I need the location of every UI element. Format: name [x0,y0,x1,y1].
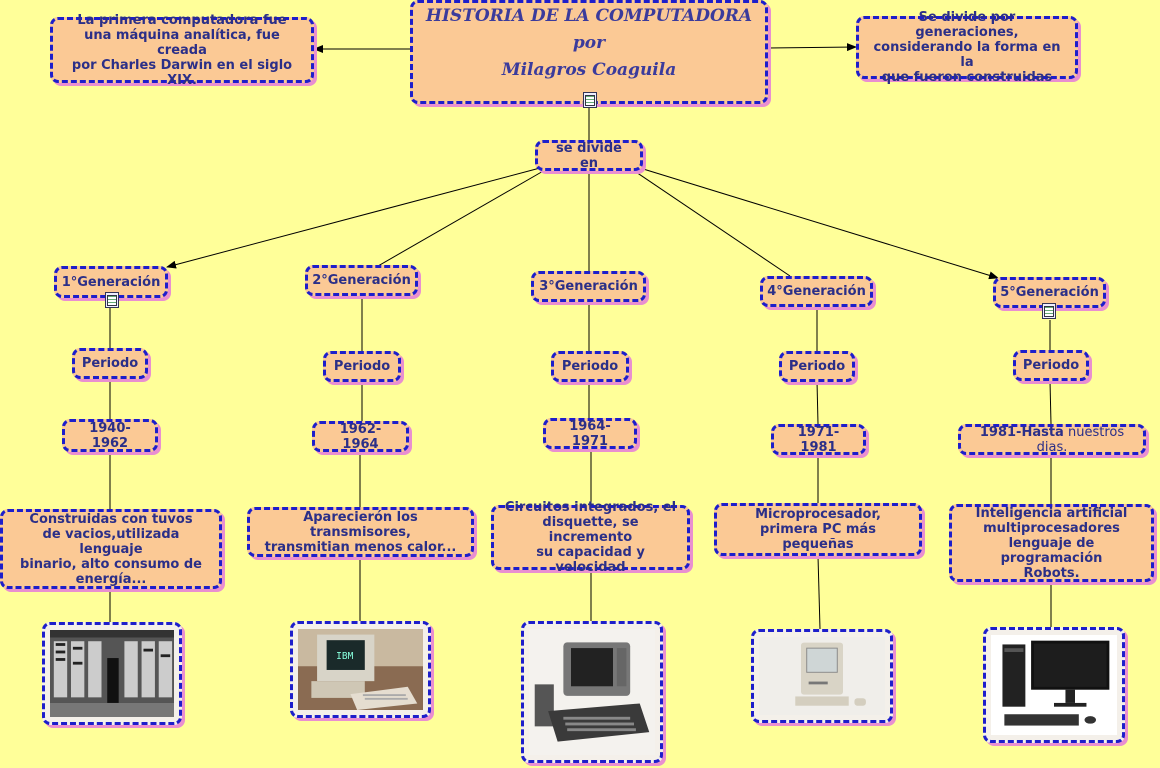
description-node[interactable]: Construidas con tuvos de vacios,utilizad… [0,509,222,589]
period-label: Periodo [333,359,391,374]
desc-line: multiprocesadores [983,520,1120,536]
desc-line: Circuitos integrados, el [504,500,677,515]
svg-text:IBM: IBM [336,651,354,662]
generations-note[interactable]: Se divide por generaciones, considerando… [856,10,1078,85]
period-label: Periodo [561,359,619,374]
description-node[interactable]: Inteligencia artificial multiprocesadore… [949,504,1154,582]
desc-line: su capacidad y velocidad [536,545,645,575]
desc-line: Construidas con tuvos [29,511,193,527]
years-node[interactable]: 1971-1981 [771,424,866,455]
generation-1-node[interactable]: 1°Generación [54,266,168,308]
generation-2-node[interactable]: 2°Generación [305,265,418,296]
macintosh-computer-photo[interactable] [751,629,893,723]
divide-node[interactable]: se divide en [535,140,643,171]
period-node[interactable]: Periodo [323,351,401,382]
period-label: Periodo [788,359,846,374]
note-line: que fueron construidas [881,70,1053,85]
years-label: 1962-1964 [339,421,382,452]
years-node[interactable]: 1962-1964 [312,421,409,452]
desc-line: Aparecierón los transmisores, [303,509,418,540]
desc-line: Inteligencia artificial [975,505,1128,521]
generation-label: 5°Generación [1000,285,1099,300]
generation-3-node[interactable]: 3°Generación [531,271,646,302]
title-main: HISTORIA DE LA COMPUTADORA [425,6,753,26]
years-node[interactable]: 1940-1962 [62,419,158,452]
note-line: por Charles Darwin en el siglo XIX. [71,57,293,88]
period-node[interactable]: Periodo [551,351,629,382]
note-line: Se divide por generaciones, [915,10,1019,40]
trs80-computer-photo[interactable] [521,621,663,763]
eniac-vacuum-tube-computer-photo[interactable] [42,622,182,725]
years-node[interactable]: 1981-Hasta nuestros dias. [958,424,1146,455]
years-node[interactable]: 1964-1971 [543,418,637,449]
note-line: considerando la forma en la [873,40,1061,70]
first-computer-note[interactable]: La primera computadora fue una máquina a… [50,13,314,88]
generation-label: 2°Generación [312,273,411,288]
desc-line: transmitian menos calor... [264,539,457,555]
period-node[interactable]: Periodo [1013,350,1089,381]
generation-4-node[interactable]: 4°Generación [760,276,873,307]
desc-line: disquette, se incremento [542,515,639,545]
note-line: La primera computadora fue [77,12,287,28]
divide-label: se divide en [556,140,622,171]
period-node[interactable]: Periodo [72,348,148,379]
desc-line: energía... [75,571,147,587]
years-start: 1981-Hasta [979,424,1064,440]
generation-label: 1°Generación [61,274,161,290]
title-por: por [572,33,606,53]
years-label: 1964-1971 [569,418,611,449]
desc-line: lenguaje de programación [1000,535,1103,566]
note-icon[interactable] [1042,303,1056,319]
modern-desktop-pc-photo[interactable] [983,627,1125,743]
generation-label: 4°Generación [767,284,866,299]
generation-5-node[interactable]: 5°Generación [993,277,1106,319]
desc-line: de vacios,utilizada lenguaje [42,526,180,557]
ibm-terminal-photo[interactable]: IBM [290,621,431,718]
desc-line: primera PC más pequeñas [760,522,876,552]
period-label: Periodo [81,356,139,371]
years-label: 1981-Hasta nuestros dias. [969,425,1135,455]
years-end: nuestros dias. [1036,424,1125,455]
desc-line: Robots. [1023,565,1080,581]
period-label: Periodo [1022,358,1080,373]
description-node[interactable]: Circuitos integrados, el disquette, se i… [491,500,690,575]
note-line: una máquina analítica, fue creada [84,27,280,58]
period-node[interactable]: Periodo [779,351,855,382]
generation-label: 3°Generación [539,279,638,294]
years-label: 1971-1981 [797,424,840,455]
desc-line: Microprocesador, [755,507,881,522]
description-node[interactable]: Aparecierón los transmisores, transmitia… [247,507,474,557]
years-label: 1940-1962 [89,420,131,451]
note-icon[interactable] [583,92,597,108]
note-icon[interactable] [105,292,119,308]
description-node[interactable]: Microprocesador, primera PC más pequeñas [714,503,922,556]
title-author: Milagros Coaguila [501,60,677,80]
title-node[interactable]: HISTORIA DE LA COMPUTADORA por Milagros … [410,0,768,108]
desc-line: binario, alto consumo de [20,556,202,572]
